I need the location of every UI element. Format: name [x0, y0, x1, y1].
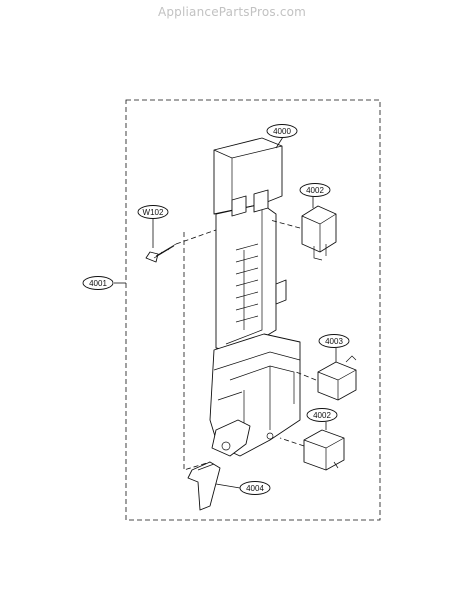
svg-text:4003: 4003 — [325, 337, 343, 346]
switch-4003-part[interactable] — [317, 355, 357, 401]
lever-4004-part[interactable] — [187, 461, 221, 511]
svg-text:W102: W102 — [143, 208, 164, 217]
callout-4000[interactable]: 4000 — [266, 124, 298, 138]
callout-4001[interactable]: 4001 — [82, 276, 114, 290]
leader-4004 — [215, 483, 241, 489]
switch-4002-upper-part[interactable] — [301, 205, 337, 261]
leader-4000 — [275, 136, 284, 149]
guide-line-lever — [183, 232, 211, 471]
callout-w102[interactable]: W102 — [137, 205, 169, 219]
svg-text:4002: 4002 — [306, 186, 324, 195]
svg-text:4002: 4002 — [313, 411, 331, 420]
guide-line-screw — [175, 229, 217, 245]
svg-text:4001: 4001 — [89, 279, 107, 288]
callout-4002-lower[interactable]: 4002 — [306, 408, 338, 422]
callout-4004[interactable]: 4004 — [239, 481, 271, 495]
watermark: AppliancePartsPros.com — [157, 5, 307, 19]
svg-text:4004: 4004 — [246, 484, 264, 493]
guide-line-switch-lower — [279, 437, 305, 447]
assembly-boundary — [125, 99, 381, 521]
svg-text:4000: 4000 — [273, 127, 291, 136]
guide-line-switch-middle — [295, 371, 317, 381]
guide-line-switch-upper — [269, 219, 301, 229]
screw-w102-part[interactable] — [145, 243, 177, 263]
callout-4003[interactable]: 4003 — [318, 334, 350, 348]
callout-4002-upper[interactable]: 4002 — [299, 183, 331, 197]
latch-board-part[interactable] — [209, 137, 301, 457]
switch-4002-lower-part[interactable] — [303, 429, 345, 471]
